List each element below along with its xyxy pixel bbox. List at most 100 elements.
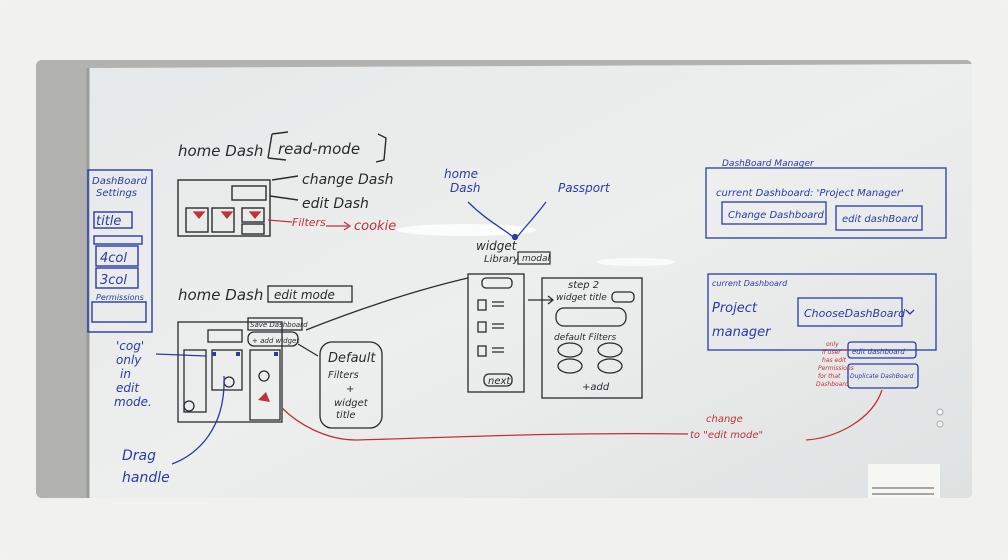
- edit-mode-sketch: [177, 277, 469, 429]
- step-arrow-head: [547, 295, 555, 305]
- magnet: [936, 408, 944, 416]
- whiteboard-drawing: home Dash read-mode change Dash edit Das…: [36, 60, 972, 498]
- current-panel: [707, 273, 937, 351]
- library-sketch: [467, 273, 643, 399]
- cookie-label: cookie: [354, 219, 396, 234]
- whiteboard-photo: home Dash read-mode change Dash edit Das…: [36, 60, 972, 498]
- drag-pointer: [171, 375, 225, 465]
- settings-panel-sketch: [87, 169, 153, 333]
- filters-word: Filters: [328, 370, 359, 381]
- note-line-4: Permissions: [818, 365, 854, 372]
- edit-mode-title: home Dash: [178, 286, 263, 304]
- settings-4col-label: 4col: [100, 251, 127, 266]
- drag-label-1: Drag: [122, 448, 156, 464]
- choose-dashboard-select: [797, 297, 903, 327]
- cog-note-1: 'cog': [116, 339, 144, 353]
- filter-chip: [597, 342, 623, 358]
- step2-panel: [541, 277, 643, 399]
- read-widget: [241, 207, 265, 223]
- note-line-5: for that: [818, 373, 841, 380]
- edit-small-label: edit dashboard: [852, 348, 905, 356]
- edit-dash-label: edit Dash: [302, 196, 369, 212]
- manager-panel: [705, 167, 947, 239]
- read-widget: [211, 207, 235, 233]
- cog-mark: [212, 352, 216, 356]
- change-dash-label: change Dash: [302, 172, 394, 188]
- pointer-line: [269, 195, 299, 201]
- arrow-head: [343, 221, 352, 231]
- edit-add-circle: [258, 370, 270, 382]
- chevron-down-icon: [905, 309, 915, 315]
- default-label: Default: [328, 351, 376, 366]
- library-title-2: Library: [484, 254, 520, 265]
- edit-mode-label: edit mode: [274, 288, 335, 302]
- edit-blue-cogs: [212, 352, 278, 356]
- add-widget-label: + add widget: [252, 337, 299, 345]
- settings-panel: [87, 169, 153, 333]
- current-dashboard-text: current Dashboard: 'Project Manager': [716, 188, 904, 199]
- read-layout-box: [177, 179, 271, 237]
- home-dash-arrow-2: Dash: [450, 181, 480, 195]
- project-word: Project: [712, 301, 758, 316]
- note-line-2: if user: [822, 349, 841, 356]
- edit-mode-box: [267, 285, 353, 303]
- settings-title-field: [93, 211, 133, 229]
- widget-thumb: [477, 299, 487, 311]
- change-arrow: [281, 407, 689, 441]
- arrow-line: [517, 201, 547, 237]
- widget-word: widget: [334, 398, 369, 409]
- read-header-buttons: [231, 185, 267, 201]
- cog-note-2: only: [116, 353, 142, 367]
- settings-permissions: Permissions: [96, 293, 144, 302]
- filter-arrow: [267, 219, 293, 223]
- settings-3col-label: 3col: [100, 273, 127, 288]
- red-filter-marks: [192, 211, 352, 231]
- filter-chip: [597, 358, 623, 374]
- permission-note: only if user has edit Permissions for th…: [816, 341, 854, 388]
- manager-word: manager: [712, 325, 772, 340]
- default-filters-modal: [319, 341, 383, 429]
- modal-pointer: [297, 343, 319, 357]
- save-dashboard-label: Save Dashboard: [250, 321, 308, 329]
- library-title-1: widget: [476, 239, 518, 253]
- change-arrow-right: [805, 389, 883, 441]
- glare: [596, 258, 676, 266]
- step2-label: step 2: [568, 280, 599, 291]
- widget-thumb: [477, 321, 487, 333]
- edit-small-button: [207, 329, 243, 343]
- step1-header: [481, 277, 513, 289]
- modal-box: [517, 251, 551, 265]
- sticky-note: [868, 464, 940, 498]
- settings-heading-1: DashBoard: [92, 176, 148, 187]
- settings-4col: [95, 245, 139, 267]
- read-widget: [241, 223, 265, 235]
- filter-mark: [220, 211, 234, 220]
- bracket: [267, 131, 289, 161]
- library-arrows: [467, 201, 547, 241]
- read-mode-title: home Dash: [178, 142, 263, 160]
- read-mode-label: read-mode: [278, 140, 360, 158]
- read-mode-sketch: [177, 131, 387, 237]
- edit-column: [211, 349, 243, 391]
- passport-label: Passport: [558, 181, 611, 195]
- add-label: +add: [582, 382, 610, 393]
- next-label: next: [488, 376, 511, 387]
- step1-panel: [467, 273, 525, 393]
- arrow-line: [467, 201, 513, 237]
- widget-title-label: widget title: [556, 293, 607, 303]
- change-dashboard-label: Change Dashboard: [728, 210, 825, 221]
- edit-dashboard-btn: [835, 205, 923, 231]
- change-note-2: to "edit mode": [690, 430, 763, 441]
- choose-dashboard-label: ChooseDashBoard: [804, 307, 906, 320]
- settings-title: title: [96, 214, 121, 229]
- title-word: title: [336, 410, 356, 421]
- filter-chip: [557, 358, 583, 374]
- change-note-1: change: [706, 414, 743, 425]
- whiteboard: [88, 64, 972, 498]
- edit-add-circle: [183, 400, 195, 412]
- duplicate-label: Duplicate DashBoard: [850, 373, 914, 380]
- note-line-3: has edit: [822, 357, 847, 364]
- edit-column: [249, 349, 281, 421]
- settings-3col: [95, 267, 139, 289]
- red-triangle: [258, 392, 270, 402]
